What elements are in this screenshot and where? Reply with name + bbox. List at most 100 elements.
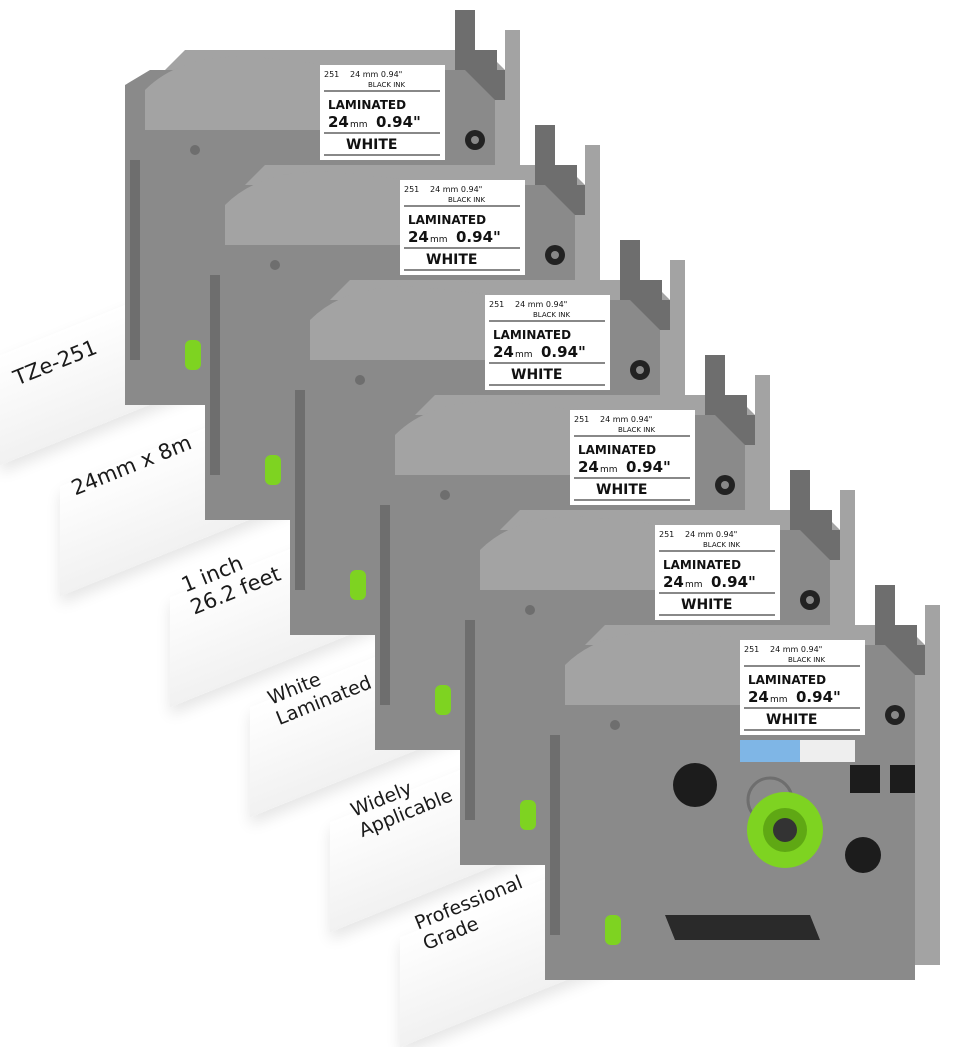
cartridge-rib bbox=[550, 735, 560, 935]
tape-window bbox=[740, 740, 800, 762]
label-code: 251 bbox=[744, 645, 759, 654]
label-ink: BLACK INK bbox=[448, 196, 486, 204]
cartridge-lobe bbox=[395, 401, 625, 475]
label-laminated: LAMINATED bbox=[493, 328, 571, 342]
label-size-small: 24 mm 0.94" bbox=[685, 530, 737, 539]
green-clip-icon bbox=[185, 340, 201, 370]
cartridge-tab-edge bbox=[840, 490, 855, 580]
cartridge-lobe bbox=[480, 516, 710, 590]
label-size-in: 0.94" bbox=[711, 573, 756, 591]
label-size-mm: 24 bbox=[493, 343, 514, 361]
hub-hole bbox=[673, 763, 717, 807]
cartridge-tab-edge bbox=[505, 30, 520, 120]
cartridge-lobe bbox=[310, 286, 540, 360]
label-size-in: 0.94" bbox=[626, 458, 671, 476]
label-laminated: LAMINATED bbox=[328, 98, 406, 112]
lower-hole bbox=[845, 837, 881, 873]
label-size-mm: 24 bbox=[578, 458, 599, 476]
label-unit-mm: mm bbox=[685, 580, 703, 590]
tape-window-white bbox=[800, 740, 855, 762]
label-color: WHITE bbox=[511, 367, 562, 383]
square-window bbox=[850, 765, 880, 793]
cartridge-tab-edge bbox=[585, 145, 600, 235]
cartridge-lobe bbox=[225, 171, 455, 245]
label-size-mm: 24 bbox=[328, 113, 349, 131]
cartridge-lobe bbox=[145, 56, 375, 130]
label-sticker bbox=[740, 640, 865, 735]
cartridge-rib bbox=[130, 160, 140, 360]
label-color: WHITE bbox=[766, 712, 817, 728]
cartridge-tab-edge bbox=[755, 375, 770, 465]
green-clip-icon bbox=[605, 915, 621, 945]
label-ink: BLACK INK bbox=[533, 311, 571, 319]
label-code: 251 bbox=[574, 415, 589, 424]
cartridge-hole bbox=[525, 605, 535, 615]
cartridge-rib bbox=[465, 620, 475, 820]
cartridge-hole bbox=[610, 720, 620, 730]
label-laminated: LAMINATED bbox=[748, 673, 826, 687]
label-laminated: LAMINATED bbox=[663, 558, 741, 572]
label-laminated: LAMINATED bbox=[578, 443, 656, 457]
label-size-mm: 24 bbox=[663, 573, 684, 591]
green-spool-core bbox=[773, 818, 797, 842]
cartridge-rib bbox=[380, 505, 390, 705]
label-size-small: 24 mm 0.94" bbox=[350, 70, 402, 79]
label-sticker bbox=[400, 180, 525, 275]
label-size-small: 24 mm 0.94" bbox=[770, 645, 822, 654]
label-ink: BLACK INK bbox=[788, 656, 826, 664]
label-code: 251 bbox=[404, 185, 419, 194]
label-size-small: 24 mm 0.94" bbox=[515, 300, 567, 309]
cartridge-rib bbox=[295, 390, 305, 590]
label-size-small: 24 mm 0.94" bbox=[430, 185, 482, 194]
label-unit-mm: mm bbox=[430, 235, 448, 245]
label-sticker bbox=[655, 525, 780, 620]
label-color: WHITE bbox=[346, 137, 397, 153]
label-sticker bbox=[320, 65, 445, 160]
label-size-in: 0.94" bbox=[376, 113, 421, 131]
label-code: 251 bbox=[659, 530, 674, 539]
label-unit-mm: mm bbox=[600, 465, 618, 475]
green-clip-icon bbox=[265, 455, 281, 485]
label-color: WHITE bbox=[681, 597, 732, 613]
label-color: WHITE bbox=[596, 482, 647, 498]
cartridge-lobe bbox=[565, 631, 795, 705]
cartridge-hole bbox=[355, 375, 365, 385]
label-unit-mm: mm bbox=[770, 695, 788, 705]
label-code: 251 bbox=[324, 70, 339, 79]
label-unit-mm: mm bbox=[515, 350, 533, 360]
label-size-mm: 24 bbox=[408, 228, 429, 246]
cartridge-tab-edge bbox=[670, 260, 685, 350]
label-ink: BLACK INK bbox=[368, 81, 406, 89]
label-size-in: 0.94" bbox=[456, 228, 501, 246]
spindle-core bbox=[551, 251, 559, 259]
label-sticker bbox=[485, 295, 610, 390]
green-clip-icon bbox=[520, 800, 536, 830]
label-sticker bbox=[570, 410, 695, 505]
spindle-core bbox=[806, 596, 814, 604]
spindle-core bbox=[471, 136, 479, 144]
label-size-in: 0.94" bbox=[796, 688, 841, 706]
label-size-in: 0.94" bbox=[541, 343, 586, 361]
cartridge-hole bbox=[270, 260, 280, 270]
cartridge-hole bbox=[440, 490, 450, 500]
label-ink: BLACK INK bbox=[703, 541, 741, 549]
spindle-core bbox=[636, 366, 644, 374]
square-window bbox=[890, 765, 915, 793]
label-size-mm: 24 bbox=[748, 688, 769, 706]
label-unit-mm: mm bbox=[350, 120, 368, 130]
label-code: 251 bbox=[489, 300, 504, 309]
label-ink: BLACK INK bbox=[618, 426, 656, 434]
spindle-core bbox=[891, 711, 899, 719]
green-clip-icon bbox=[350, 570, 366, 600]
cartridge-hole bbox=[190, 145, 200, 155]
label-laminated: LAMINATED bbox=[408, 213, 486, 227]
